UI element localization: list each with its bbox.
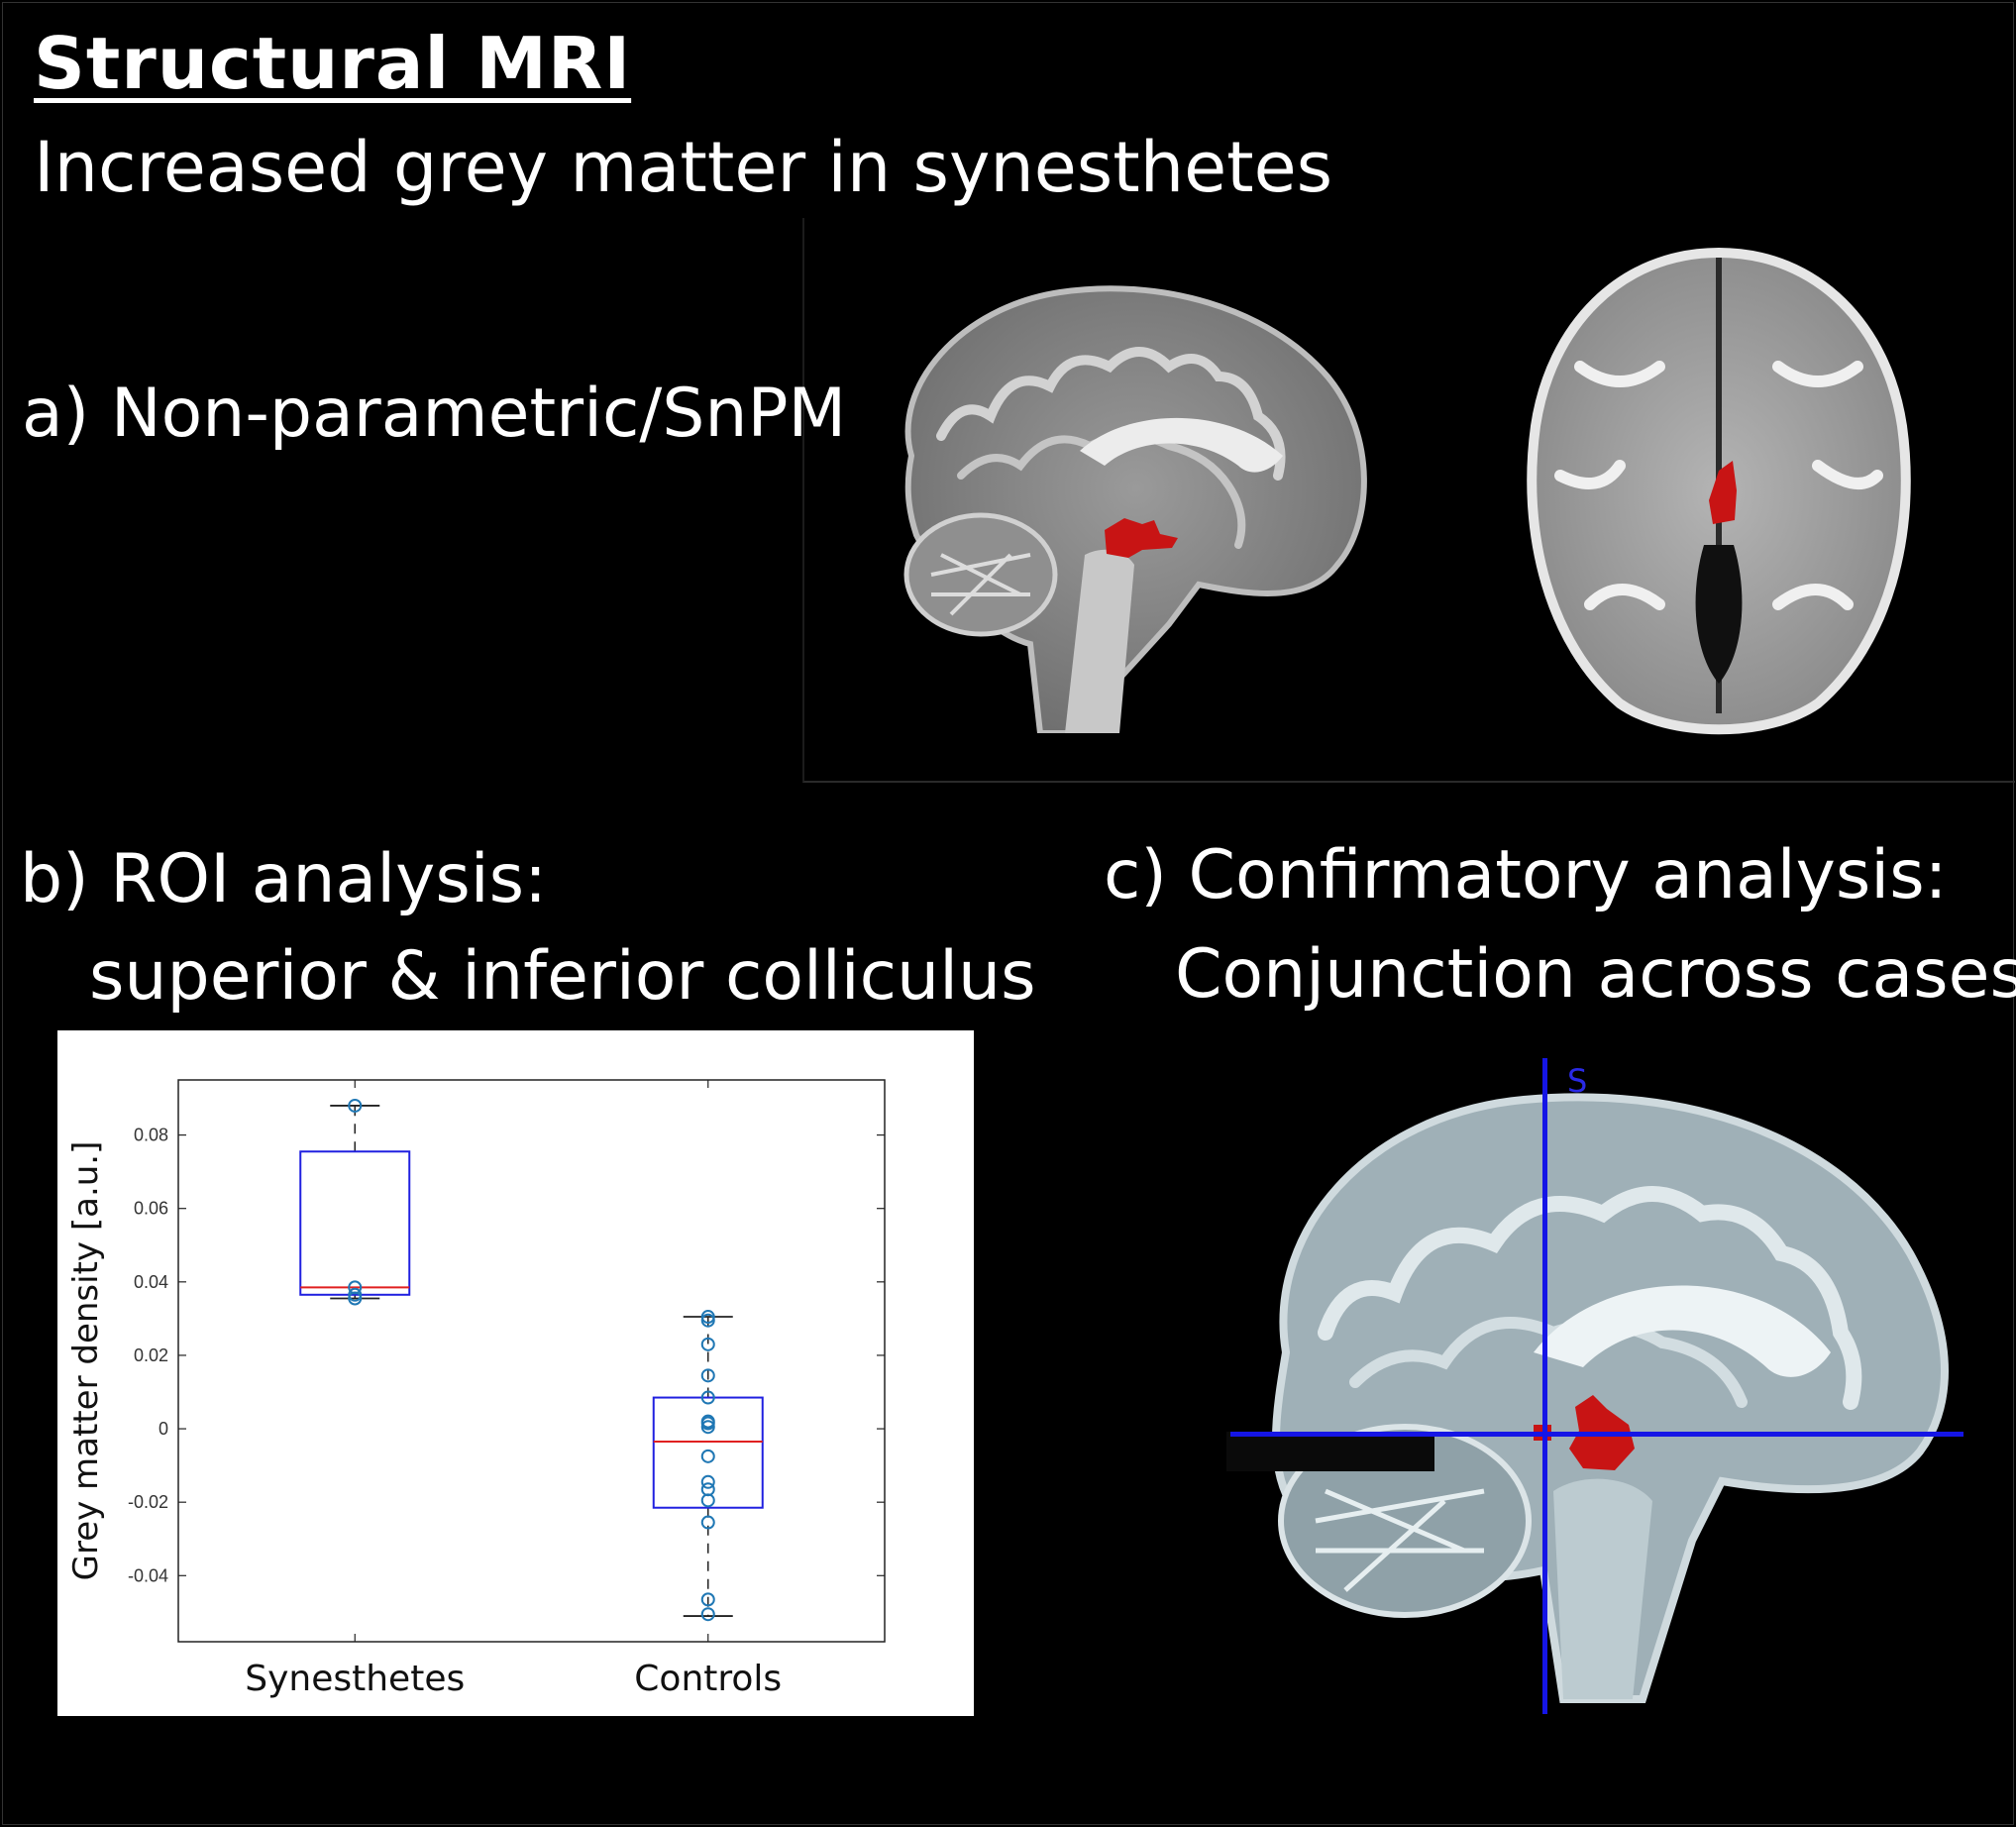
ventricle xyxy=(1695,545,1743,684)
data-point xyxy=(700,1368,715,1383)
data-point xyxy=(700,1310,715,1325)
y-tick-label: 0.08 xyxy=(134,1126,168,1145)
y-tick-label: -0.02 xyxy=(128,1492,168,1512)
corpus-callosum-c xyxy=(1534,1285,1831,1377)
crosshair-superior-label: S xyxy=(1567,1062,1588,1100)
data-point xyxy=(700,1592,715,1607)
panel-b-label-line2: superior & inferior colliculus xyxy=(89,937,1036,1016)
panel-c-label-line2: Conjunction across cases xyxy=(1175,935,2016,1014)
y-tick-label: 0.06 xyxy=(134,1199,168,1219)
y-axis-label: Grey matter density [a.u.] xyxy=(66,1141,106,1581)
data-point xyxy=(700,1474,715,1489)
crosshair-vertical xyxy=(1542,1058,1547,1714)
panel-a-label: a) Non-parametric/SnPM xyxy=(22,375,847,453)
y-tick-label: 0 xyxy=(159,1419,168,1439)
y-tick-label: 0.04 xyxy=(134,1272,168,1292)
sagittal-brain-slice-c xyxy=(1226,1093,1949,1703)
cerebellum-folia-c xyxy=(1315,1488,1485,1592)
cerebellum-c xyxy=(1278,1424,1532,1618)
activation-blob-a2 xyxy=(1709,461,1737,524)
panel-b-label-line1: b) ROI analysis: xyxy=(20,840,547,918)
box-iqr xyxy=(299,1150,411,1296)
data-point xyxy=(700,1420,715,1435)
figure-subtitle: Increased grey matter in synesthetes xyxy=(34,127,1333,208)
data-point xyxy=(700,1390,715,1405)
brainstem-c xyxy=(1553,1478,1652,1699)
data-point xyxy=(700,1607,715,1622)
activation-blob-a1 xyxy=(1105,518,1178,558)
axial-gyri xyxy=(1554,361,1883,610)
axial-brain-slice-a xyxy=(1527,248,1911,735)
crosshair-horizontal xyxy=(1230,1432,1963,1437)
data-point xyxy=(348,1291,363,1306)
y-tick-label: -0.04 xyxy=(128,1565,168,1585)
panel-c-label-line1: c) Confirmatory analysis: xyxy=(1104,836,1948,914)
data-point xyxy=(700,1515,715,1530)
data-point xyxy=(700,1416,715,1431)
x-tick-label: Synesthetes xyxy=(245,1659,465,1699)
data-point xyxy=(348,1287,363,1302)
data-point xyxy=(700,1449,715,1463)
sagittal-brain-slice-a xyxy=(903,285,1367,733)
gyri-pattern-c xyxy=(1318,1186,1862,1410)
data-point xyxy=(700,1313,715,1328)
gyri-pattern xyxy=(936,347,1286,481)
plot-area xyxy=(177,1079,886,1643)
figure-title: Structural MRI xyxy=(34,22,632,105)
panel-a-image-area xyxy=(802,218,2015,783)
cerebellum-folia xyxy=(930,553,1031,616)
data-point xyxy=(348,1098,363,1113)
y-tick-label: 0.02 xyxy=(134,1345,168,1365)
x-tick-label: Controls xyxy=(634,1659,782,1699)
box-iqr xyxy=(652,1396,764,1509)
dark-gap-c xyxy=(1226,1432,1434,1471)
brainstem xyxy=(1065,549,1134,733)
corpus-callosum xyxy=(1080,417,1283,473)
data-point xyxy=(700,1337,715,1351)
data-point xyxy=(700,1493,715,1508)
